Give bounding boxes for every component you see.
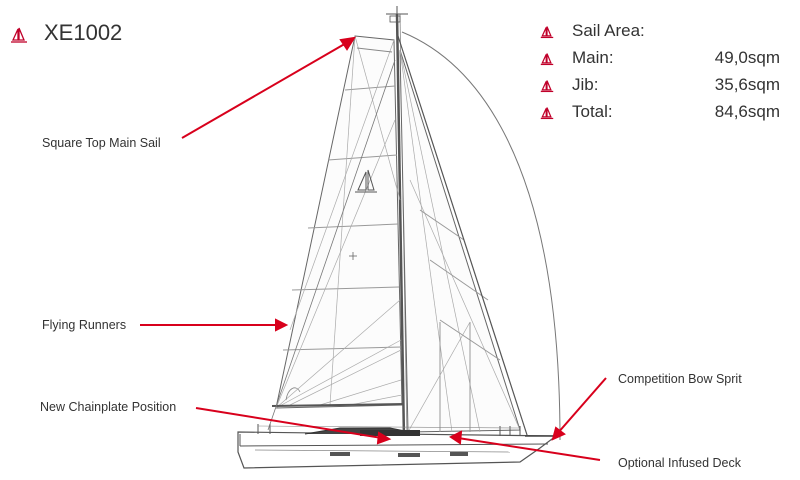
sail-bullet-icon: [540, 107, 554, 120]
spec-value-total: 84,6sqm: [714, 102, 780, 121]
jib: [399, 49, 521, 433]
callout-arrows: [140, 36, 607, 461]
sail-bullet-icon: [540, 80, 554, 93]
spec-label-main: Main:: [572, 48, 614, 67]
spec-label-total: Total:: [572, 102, 613, 121]
page-title: XE1002: [44, 20, 123, 45]
mast: [395, 13, 406, 441]
sail-bullet-icon: [540, 26, 554, 39]
spec-label-jib: Jib:: [572, 75, 599, 94]
gennaker-outline: [401, 31, 561, 441]
callout-flying-runners: Flying Runners: [42, 318, 127, 332]
xyacht-sail-logo-icon: [11, 27, 27, 43]
callout-optional-infused-deck: Optional Infused Deck: [618, 456, 741, 470]
boom: [271, 403, 405, 407]
callout-new-chainplate-position: New Chainplate Position: [40, 400, 177, 414]
sail-area-heading: Sail Area:: [572, 21, 645, 40]
spec-value-main: 49,0sqm: [714, 48, 780, 67]
reference-mark: [349, 252, 357, 260]
mainsail-logo: [355, 169, 377, 193]
sail-bullet-icon: [540, 53, 554, 66]
masthead-instruments: [386, 6, 408, 23]
runner: [267, 59, 396, 431]
callout-square-top-main-sail: Square Top Main Sail: [42, 136, 161, 150]
forestay: [397, 35, 529, 439]
spec-value-jib: 35,6sqm: [714, 75, 780, 94]
callout-competition-bow-sprit: Competition Bow Sprit: [618, 372, 742, 386]
